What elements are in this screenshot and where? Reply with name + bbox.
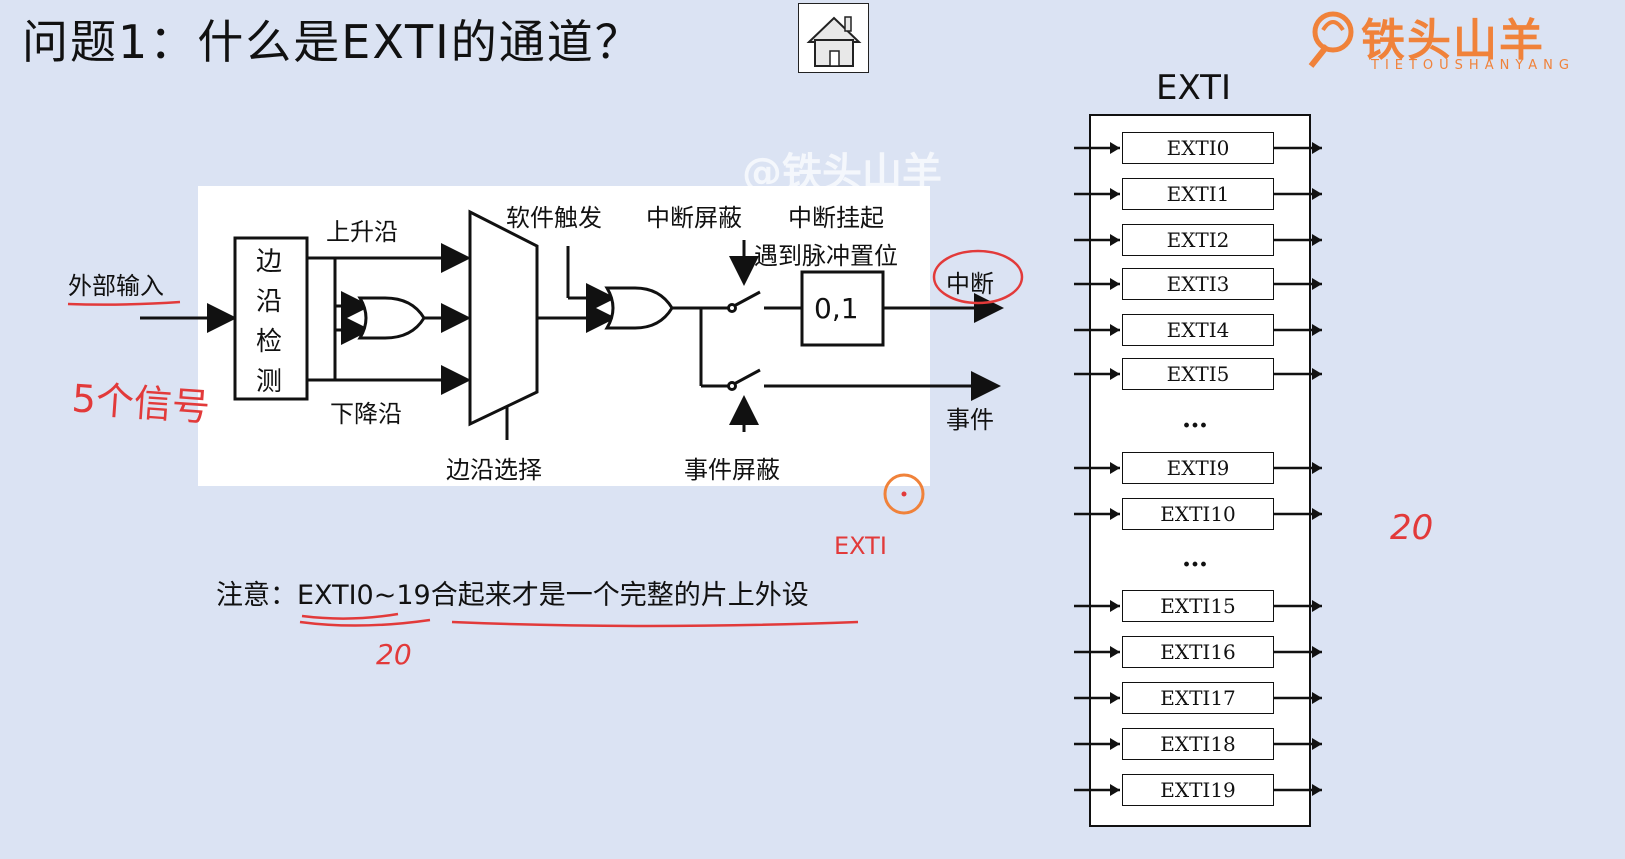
exti-line-box: EXTI0 bbox=[1122, 132, 1274, 164]
handwriting-count-right: 20 bbox=[1390, 508, 1434, 548]
label-falling-edge: 下降沿 bbox=[330, 400, 402, 428]
exti-arrow-head bbox=[1312, 600, 1322, 612]
exti-arrow-head bbox=[1110, 278, 1120, 290]
exti-arrow-head bbox=[1110, 784, 1120, 796]
goat-logo-icon bbox=[1308, 11, 1354, 68]
label-event: 事件 bbox=[946, 406, 994, 434]
label-rising-edge: 上升沿 bbox=[326, 218, 398, 246]
brand-logo: 铁头山羊 TIETOUSHANYANG bbox=[1303, 6, 1603, 76]
exti-line-box: EXTI15 bbox=[1122, 590, 1274, 622]
exti-line-box: EXTI9 bbox=[1122, 452, 1274, 484]
label-event-mask: 事件屏蔽 bbox=[684, 456, 780, 484]
exti-ellipsis: … bbox=[1182, 404, 1208, 434]
exti-arrow-head bbox=[1312, 738, 1322, 750]
exti-arrow-head bbox=[1312, 142, 1322, 154]
exti-line-box: EXTI18 bbox=[1122, 728, 1274, 760]
label-interrupt-mask: 中断屏蔽 bbox=[646, 204, 742, 232]
exti-line-box: EXTI16 bbox=[1122, 636, 1274, 668]
cursor-indicator-icon bbox=[883, 473, 925, 515]
exti-arrow-head bbox=[1110, 692, 1120, 704]
exti-arrow-head bbox=[1312, 784, 1322, 796]
exti-arrow-head bbox=[1110, 462, 1120, 474]
exti-line-box: EXTI4 bbox=[1122, 314, 1274, 346]
logo-subtitle: TIETOUSHANYANG bbox=[1371, 58, 1575, 73]
exti-ellipsis: … bbox=[1182, 543, 1208, 573]
exti-arrow-head bbox=[1110, 324, 1120, 336]
exti-arrow-head bbox=[1312, 368, 1322, 380]
note-rest: 合起来才是一个完整的片上外设 bbox=[430, 580, 809, 611]
exti-arrow-head bbox=[1312, 278, 1322, 290]
label-external-input: 外部输入 bbox=[68, 272, 164, 300]
exti-arrow-head bbox=[1110, 508, 1120, 520]
exti-title: EXTI bbox=[1156, 68, 1231, 108]
exti-arrow-head bbox=[1110, 646, 1120, 658]
label-pulse-set: 遇到脉冲置位 bbox=[754, 242, 898, 270]
exti-arrow-head bbox=[1312, 234, 1322, 246]
exti-arrow-head bbox=[1110, 368, 1120, 380]
exti-arrow-head bbox=[1312, 508, 1322, 520]
page-title: 问题1：什么是EXTI的通道？ bbox=[22, 15, 643, 69]
exti-arrow-head bbox=[1312, 646, 1322, 658]
note-text: 注意：EXTI0~19合起来才是一个完整的片上外设 bbox=[216, 573, 809, 612]
exti-arrow-head bbox=[1110, 600, 1120, 612]
note-prefix: 注意： bbox=[216, 580, 297, 611]
exti-line-box: EXTI2 bbox=[1122, 224, 1274, 256]
exti-arrow-head bbox=[1312, 692, 1322, 704]
exti-line-box: EXTI5 bbox=[1122, 358, 1274, 390]
label-interrupt-pending: 中断挂起 bbox=[788, 204, 884, 232]
pending-register-value: 0,1 bbox=[814, 292, 859, 325]
exti-arrow-head bbox=[1312, 324, 1322, 336]
handwriting-marks bbox=[67, 158, 1241, 810]
exti-line-box: EXTI19 bbox=[1122, 774, 1274, 806]
label-edge-detect: 边 沿 检 测 bbox=[256, 247, 283, 397]
exti-arrow-head bbox=[1110, 738, 1120, 750]
exti-arrow-head bbox=[1110, 234, 1120, 246]
exti-arrow-head bbox=[1110, 142, 1120, 154]
exti-arrow-head bbox=[1312, 188, 1322, 200]
exti-line-box: EXTI17 bbox=[1122, 682, 1274, 714]
note-code: EXTI0~19 bbox=[297, 580, 431, 611]
handwriting-count-left: 20 bbox=[376, 638, 412, 671]
label-software-trigger: 软件触发 bbox=[506, 204, 602, 232]
exti-arrow-head bbox=[1312, 462, 1322, 474]
exti-line-box: EXTI10 bbox=[1122, 498, 1274, 530]
exti-arrow-head bbox=[1110, 188, 1120, 200]
exti-line-box: EXTI3 bbox=[1122, 268, 1274, 300]
label-interrupt: 中断 bbox=[946, 270, 994, 298]
handwriting-event-note: EXTI bbox=[834, 532, 887, 560]
home-button[interactable] bbox=[798, 3, 869, 73]
home-icon bbox=[806, 16, 862, 67]
label-edge-select: 边沿选择 bbox=[446, 456, 542, 484]
exti-line-box: EXTI1 bbox=[1122, 178, 1274, 210]
logo-text: 铁头山羊 bbox=[1361, 15, 1545, 66]
